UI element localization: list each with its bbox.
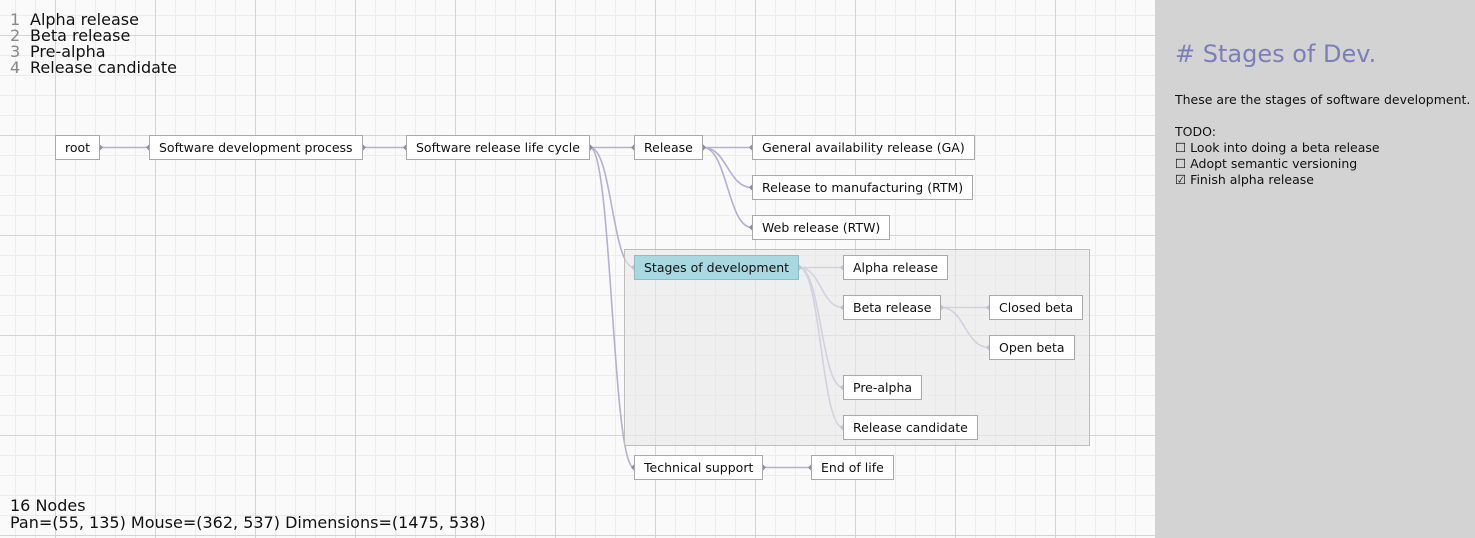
node-closed-beta[interactable]: Closed beta [989,295,1084,320]
outline-item-number: 4 [10,58,21,77]
notes-sidebar[interactable]: # Stages of Dev. These are the stages of… [1155,0,1475,538]
outline-item-label: Beta release [30,26,131,45]
node-root[interactable]: root [55,135,101,160]
outline-item[interactable]: 4 Release candidate [10,60,177,76]
notes-spacer [1175,108,1455,124]
node-technical-support[interactable]: Technical support [634,455,764,480]
edge-release-to-web-release [702,146,753,229]
node-release-candidate[interactable]: Release candidate [843,415,978,440]
node-end-of-life[interactable]: End of life [811,455,894,480]
outline-item-label: Release candidate [30,58,178,77]
node-open-beta[interactable]: Open beta [989,335,1075,360]
notes-title: # Stages of Dev. [1175,40,1377,68]
node-pre-alpha[interactable]: Pre-alpha [843,375,923,400]
outline-item-label: Pre-alpha [30,42,106,61]
outline-item[interactable]: 2 Beta release [10,28,177,44]
node-software-development-process[interactable]: Software development process [149,135,363,160]
group-box-stages [624,249,1090,446]
outline-item[interactable]: 3 Pre-alpha [10,44,177,60]
node-software-release-life-cycle[interactable]: Software release life cycle [406,135,590,160]
outline-item-number: 1 [10,10,21,29]
node-alpha-release[interactable]: Alpha release [843,255,949,280]
graph-canvas[interactable]: root Software development process Softwa… [0,0,1155,538]
edge-release-to-release-to-manufacturing [702,146,753,189]
node-count: 16 Nodes [10,496,86,515]
outline-item-number: 2 [10,26,21,45]
node-beta-release[interactable]: Beta release [843,295,942,320]
todo-heading: TODO: [1175,124,1216,139]
status-bar: 16 Nodes Pan=(55, 135) Mouse=(362, 537) … [10,497,486,531]
outline-item[interactable]: 1 Alpha release [10,12,177,28]
todo-item[interactable]: ☑ Finish alpha release [1175,172,1314,187]
todo-item[interactable]: ☐ Adopt semantic versioning [1175,156,1358,171]
outline-item-number: 3 [10,42,21,61]
node-release[interactable]: Release [634,135,703,160]
pan-mouse-dimensions-readout: Pan=(55, 135) Mouse=(362, 537) Dimension… [10,513,486,532]
node-web-release[interactable]: Web release (RTW) [752,215,891,240]
node-stages-of-development[interactable]: Stages of development [634,255,800,280]
todo-item[interactable]: ☐ Look into doing a beta release [1175,140,1380,155]
node-release-to-manufacturing[interactable]: Release to manufacturing (RTM) [752,175,974,200]
notes-description: These are the stages of software develop… [1175,92,1471,107]
node-general-availability-release[interactable]: General availability release (GA) [752,135,975,160]
outline-item-label: Alpha release [30,10,139,29]
